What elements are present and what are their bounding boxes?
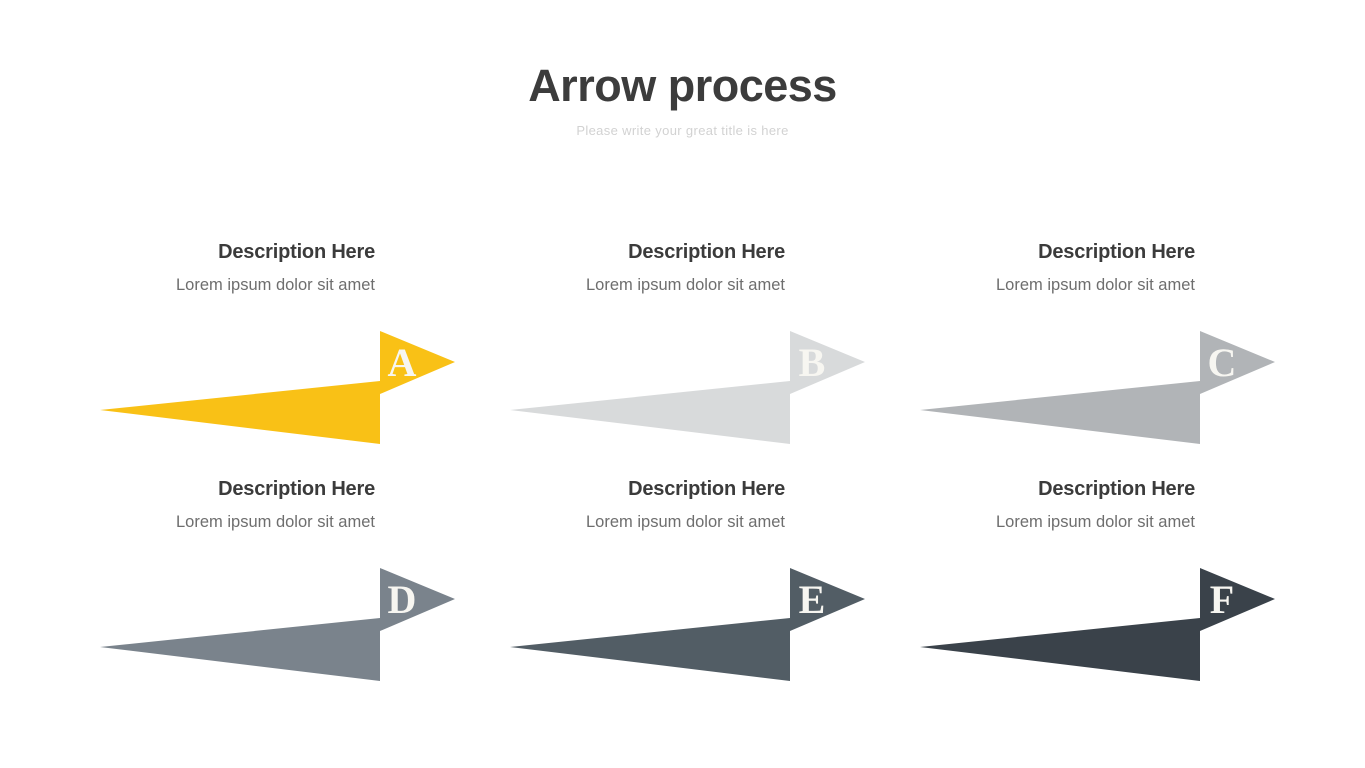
arrow-icon [510, 568, 865, 681]
arrow-letter: D [388, 577, 417, 622]
arrow-shape-c[interactable]: C [920, 280, 1300, 445]
arrow-letter: A [388, 340, 417, 385]
arrow-icon [510, 331, 865, 444]
arrow-letter: F [1210, 577, 1234, 622]
arrow-icon [920, 331, 1275, 444]
process-item-heading: Description Here [1038, 478, 1195, 500]
page-subtitle: Please write your great title is here [576, 122, 789, 138]
process-item-heading: Description Here [628, 241, 785, 263]
slide-header: Arrow process Please write your great ti… [0, 0, 1365, 138]
arrow-icon [920, 568, 1275, 681]
arrow-shape-f[interactable]: F [920, 517, 1300, 682]
arrow-icon [100, 331, 455, 444]
arrow-shape-b[interactable]: B [510, 280, 890, 445]
arrow-shape-a[interactable]: A [100, 280, 480, 445]
process-item-heading: Description Here [218, 478, 375, 500]
process-item-description: Lorem ipsum dolor sit amet [996, 513, 1195, 531]
arrow-shape-e[interactable]: E [510, 517, 890, 682]
page-title: Arrow process [528, 60, 837, 111]
process-item-description: Lorem ipsum dolor sit amet [586, 513, 785, 531]
process-item-description: Lorem ipsum dolor sit amet [176, 276, 375, 294]
arrow-letter: C [1208, 340, 1237, 385]
arrow-letter: B [799, 340, 826, 385]
arrow-icon [100, 568, 455, 681]
process-item-description: Lorem ipsum dolor sit amet [176, 513, 375, 531]
arrow-shape-d[interactable]: D [100, 517, 480, 682]
process-item-description: Lorem ipsum dolor sit amet [586, 276, 785, 294]
process-item-heading: Description Here [218, 241, 375, 263]
process-item-heading: Description Here [628, 478, 785, 500]
process-item-description: Lorem ipsum dolor sit amet [996, 276, 1195, 294]
arrow-letter: E [799, 577, 826, 622]
process-item-heading: Description Here [1038, 241, 1195, 263]
